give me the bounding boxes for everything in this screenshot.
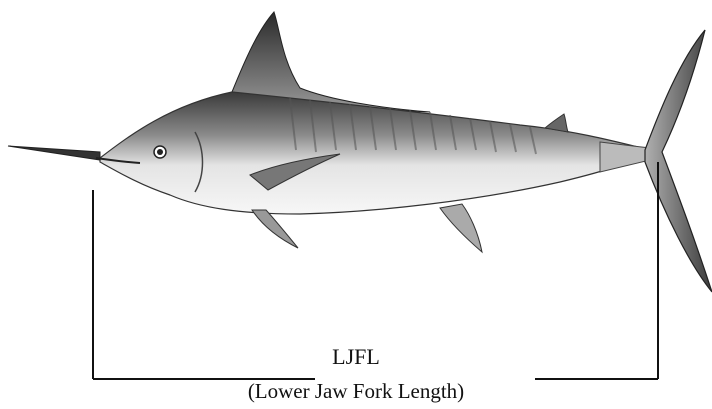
measurement-abbreviation: LJFL	[0, 345, 712, 369]
anal-fin	[440, 204, 482, 252]
caudal-peduncle	[600, 142, 650, 172]
measurement-full-name: (Lower Jaw Fork Length)	[0, 379, 712, 403]
fish-body	[100, 92, 650, 214]
bill	[8, 146, 100, 160]
pelvic-fin	[252, 210, 298, 248]
tail-fin	[645, 30, 712, 292]
marlin-illustration	[8, 12, 712, 292]
